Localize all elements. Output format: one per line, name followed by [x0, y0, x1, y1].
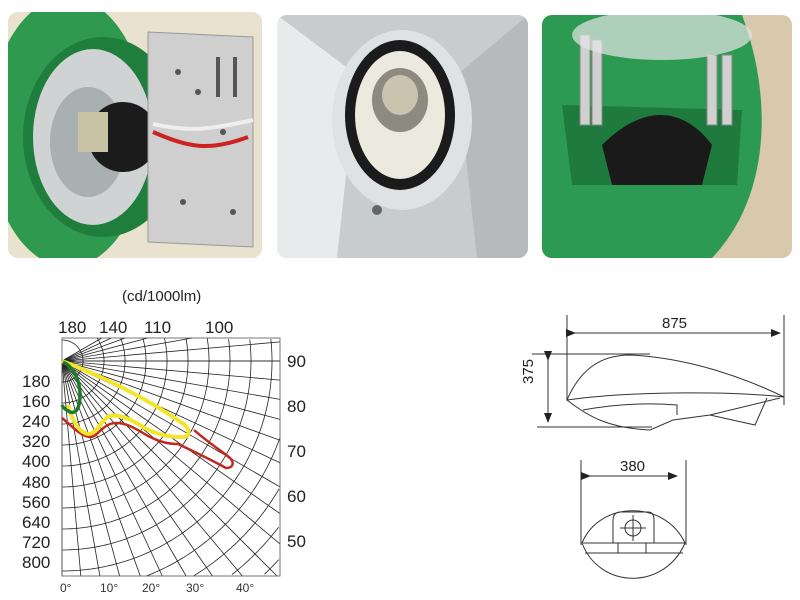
top-label: 180 [58, 318, 87, 337]
grid-arc [62, 337, 210, 509]
grid-ray [61, 360, 278, 577]
angle-label: 30° [186, 581, 205, 595]
left-axis-label: 320 [22, 432, 51, 452]
left-axis-label: 720 [22, 532, 51, 552]
photo-lamp-interior [8, 12, 262, 258]
right-axis-label: 50 [287, 532, 306, 551]
left-axis-label: 640 [22, 512, 51, 532]
chart-frame [61, 337, 281, 577]
angle-label: 40° [236, 581, 255, 595]
grid-ray [61, 337, 112, 362]
angle-label: 0° [60, 581, 72, 595]
grid-ray [61, 360, 281, 381]
grid-arc [62, 338, 126, 425]
photo-lamp-socket [277, 15, 528, 258]
grid-ray [61, 337, 103, 362]
grid-ray [61, 360, 281, 400]
grid-arc [231, 526, 279, 576]
left-axis-label: 480 [22, 472, 51, 492]
left-axis-label: 800 [22, 552, 51, 572]
grid-arc [62, 339, 84, 383]
chart-unit-title: (cd/1000lm) [122, 288, 202, 305]
grid-ray [61, 360, 281, 545]
top-label: 100 [205, 318, 234, 337]
photo-lamp-bracket [542, 15, 792, 258]
grid-arc [62, 339, 231, 530]
grid-arc [146, 437, 281, 577]
width-dimension-label: 380 [620, 458, 646, 475]
height-dimension-label: 375 [520, 358, 537, 384]
grid-ray [61, 360, 82, 577]
grid-arc [62, 338, 147, 446]
top-label: 140 [99, 318, 128, 337]
grid-ray [61, 341, 281, 362]
grid-ray [61, 360, 187, 577]
grid-arc [264, 559, 280, 575]
angle-label: 10° [100, 581, 119, 595]
right-axis-label: 70 [287, 442, 306, 461]
right-axis-label: 60 [287, 487, 306, 506]
grid-ray [61, 360, 281, 420]
grid-ray [61, 360, 243, 577]
top-label: 110 [144, 318, 172, 337]
grid-ray [61, 360, 101, 577]
left-axis-label: 400 [22, 452, 51, 472]
lamp-side-view [566, 354, 785, 401]
red-curve [61, 417, 234, 470]
grid-arc [62, 338, 273, 572]
left-axis-label: 160 [22, 392, 51, 412]
grid-ray [61, 337, 126, 362]
grid-ray [61, 337, 148, 362]
grid-ray [61, 360, 141, 577]
green-curve [60, 360, 82, 415]
left-axis-label: 180 [22, 372, 51, 391]
grid-ray [61, 337, 193, 362]
left-axis-label: 240 [22, 412, 51, 432]
right-axis-label: 80 [287, 397, 306, 416]
left-axis-label: 560 [22, 492, 51, 512]
yellow-curve [61, 359, 191, 440]
grid-arc [193, 488, 280, 577]
grid-ray [61, 360, 120, 577]
length-dimension-label: 875 [662, 315, 688, 332]
grid-arc [62, 339, 252, 551]
angle-label: 20° [142, 581, 161, 595]
right-axis-label: 90 [287, 352, 306, 371]
grid-arc [62, 337, 105, 404]
grid-ray [61, 360, 213, 577]
